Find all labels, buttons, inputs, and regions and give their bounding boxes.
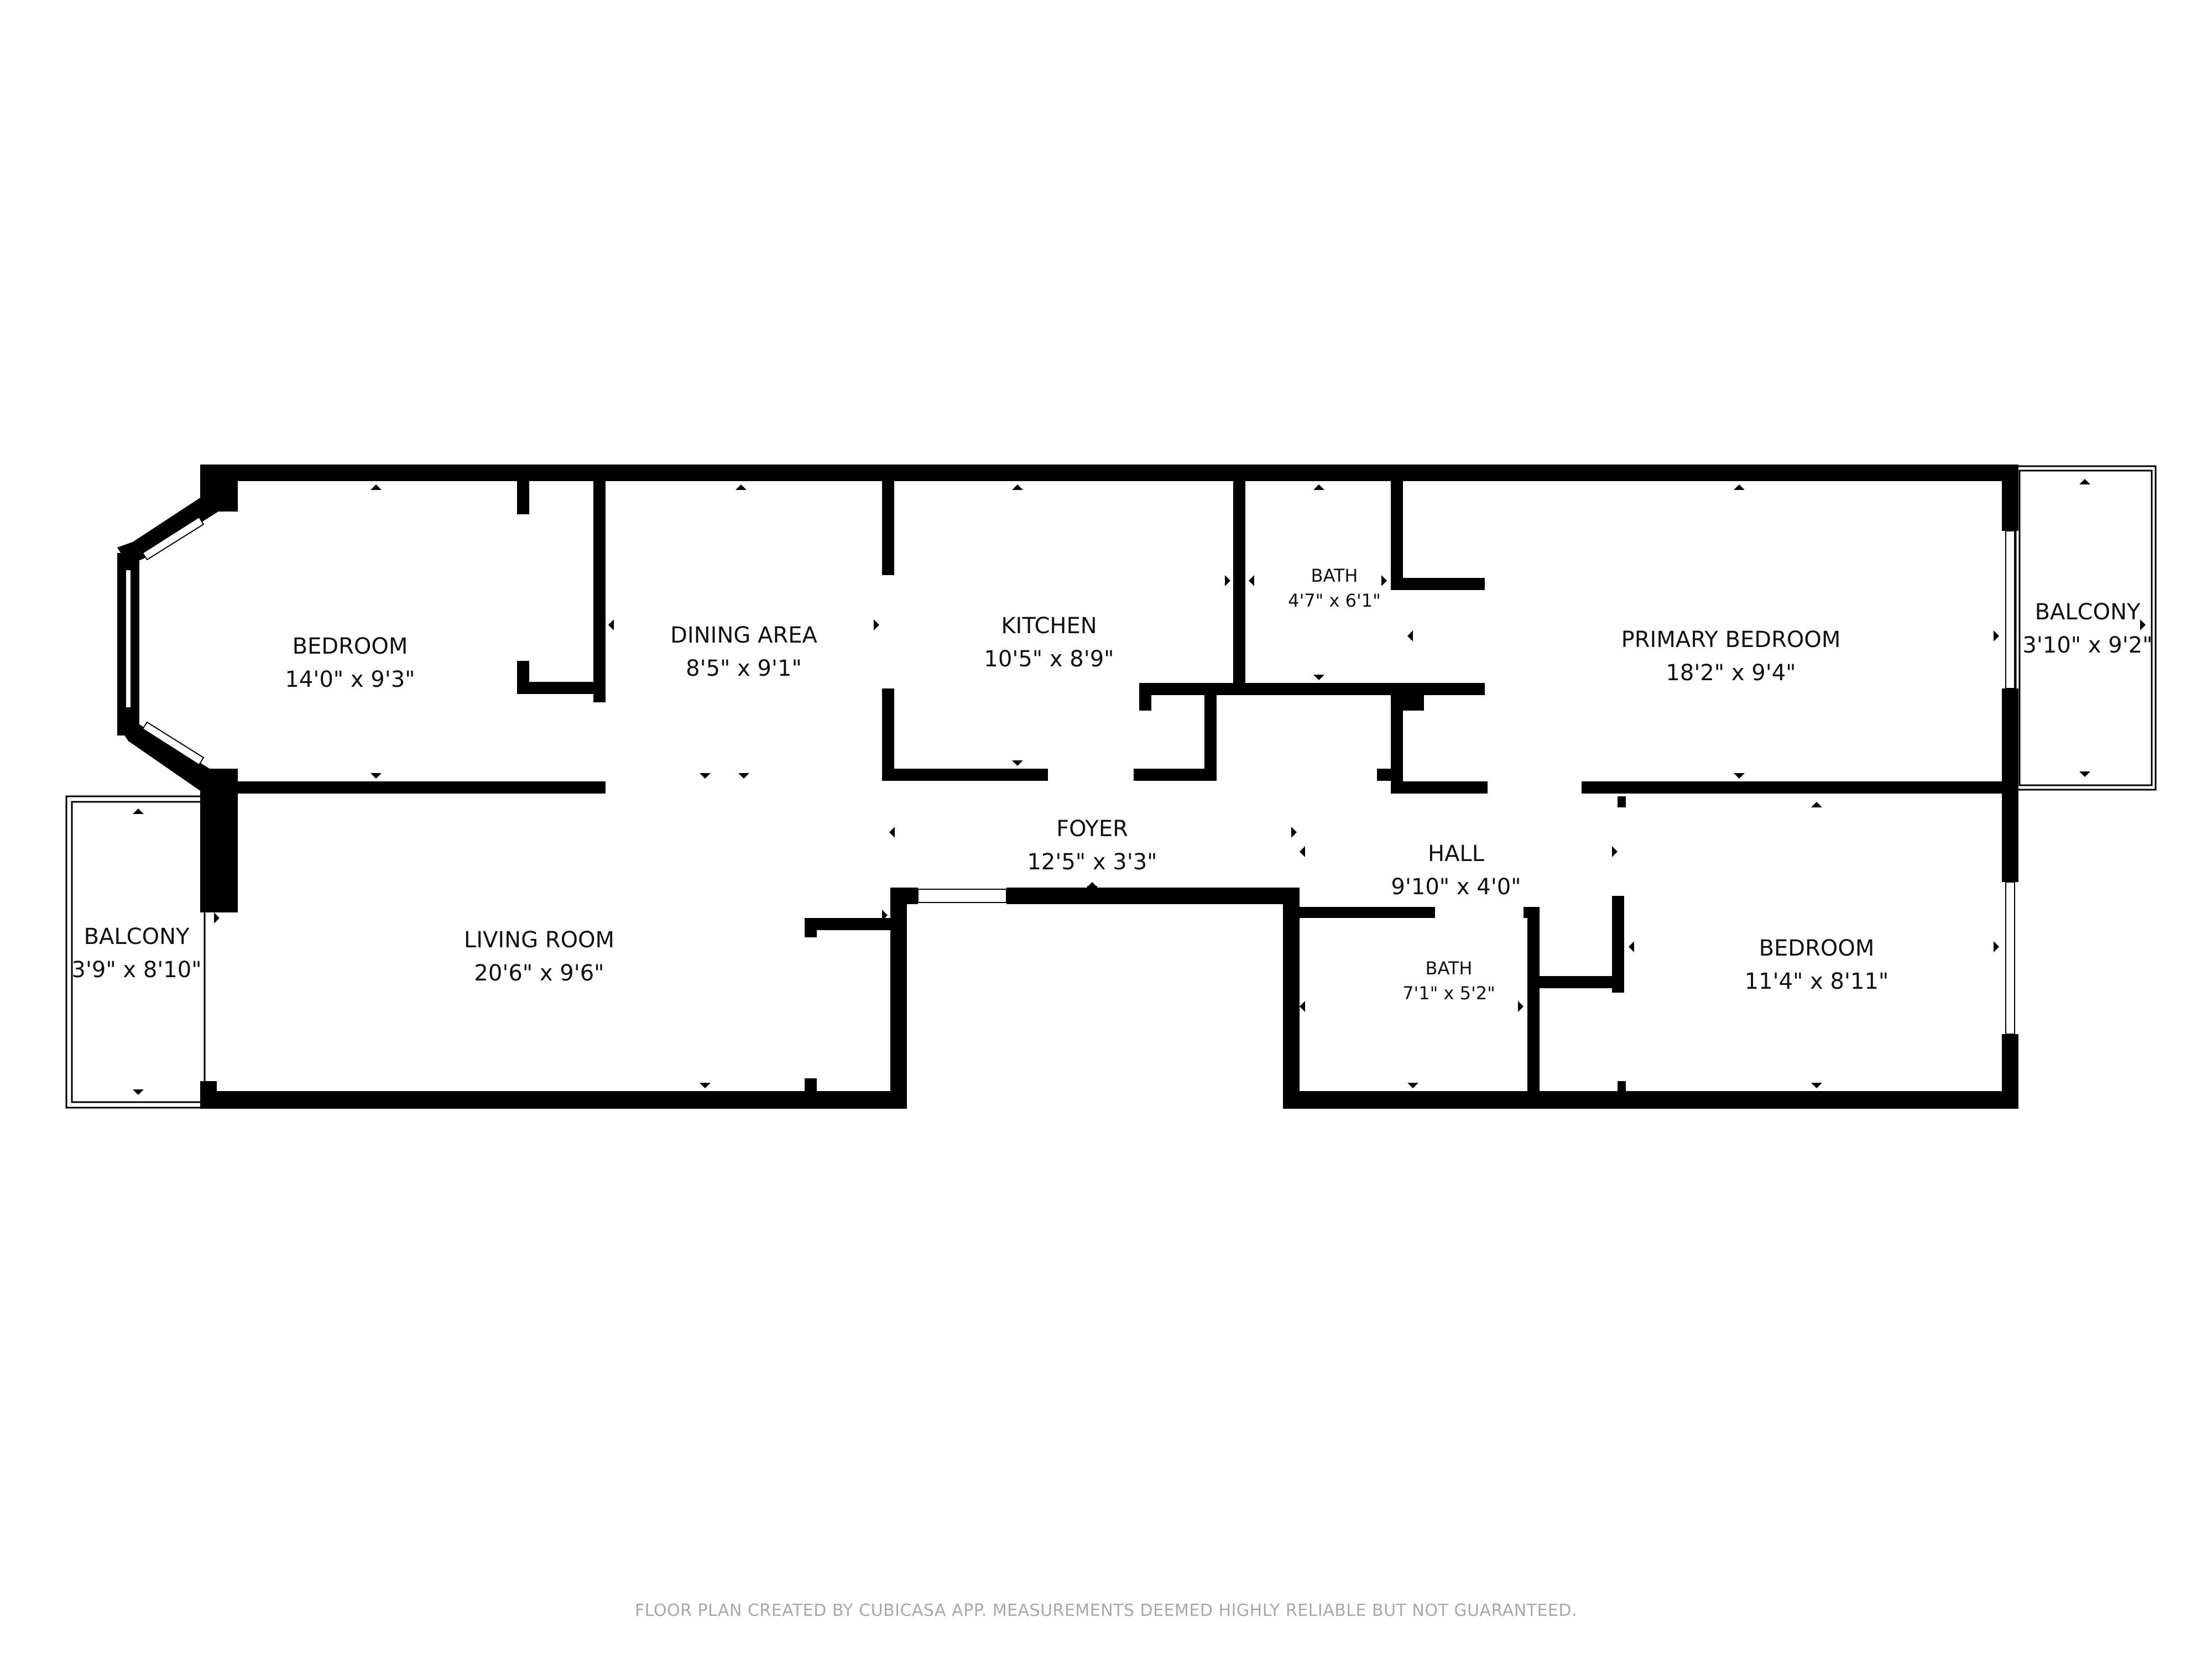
room-name: BATH xyxy=(1311,565,1358,586)
room-label-primary-bedroom: PRIMARY BEDROOM 18'2" x 9'4" xyxy=(1621,627,1841,686)
interior-walls xyxy=(238,481,2018,1100)
room-dimensions: 10'5" x 8'9" xyxy=(984,646,1114,672)
room-name: BALCONY xyxy=(84,924,190,950)
bay-window xyxy=(117,498,218,791)
room-dimensions: 11'4" x 8'11" xyxy=(1745,969,1889,994)
room-label-bath-1: BATH 4'7" x 6'1" xyxy=(1288,565,1381,611)
room-dimensions: 8'5" x 9'1" xyxy=(686,656,802,681)
room-label-bedroom-1: BEDROOM 14'0" x 9'3" xyxy=(285,634,415,692)
room-label-hall: HALL 9'10" x 4'0" xyxy=(1391,841,1521,900)
room-dimensions: 7'1" x 5'2" xyxy=(1402,983,1495,1004)
room-dimensions: 3'9" x 8'10" xyxy=(71,957,201,983)
room-name: BEDROOM xyxy=(293,634,408,659)
room-dimensions: 14'0" x 9'3" xyxy=(285,667,415,692)
balcony-left-outline xyxy=(65,795,206,1109)
room-dimensions: 20'6" x 9'6" xyxy=(474,961,604,986)
room-dimensions: 9'10" x 4'0" xyxy=(1391,874,1521,900)
room-label-kitchen: KITCHEN 10'5" x 8'9" xyxy=(984,613,1114,672)
room-dimensions: 4'7" x 6'1" xyxy=(1288,590,1381,611)
room-name: LIVING ROOM xyxy=(464,927,614,953)
balcony-right-outline xyxy=(2015,465,2157,791)
room-label-living-room: LIVING ROOM 20'6" x 9'6" xyxy=(464,927,614,986)
room-label-bedroom-2: BEDROOM 11'4" x 8'11" xyxy=(1745,936,1889,994)
dimension-markers xyxy=(133,479,2146,1095)
room-name: BEDROOM xyxy=(1759,936,1875,961)
room-name: BALCONY xyxy=(2035,599,2141,625)
room-name: KITCHEN xyxy=(1001,613,1097,639)
room-label-bath-2: BATH 7'1" x 5'2" xyxy=(1402,958,1495,1004)
room-name: PRIMARY BEDROOM xyxy=(1621,627,1841,653)
room-label-balcony-left: BALCONY 3'9" x 8'10" xyxy=(71,924,201,983)
room-dimensions: 12'5" x 3'3" xyxy=(1027,849,1157,875)
footer-disclaimer: FLOOR PLAN CREATED BY CUBICASA APP. MEAS… xyxy=(635,1601,1577,1620)
room-label-dining-area: DINING AREA 8'5" x 9'1" xyxy=(670,623,817,681)
room-name: FOYER xyxy=(1056,816,1128,842)
room-dimensions: 3'10" x 9'2" xyxy=(2022,633,2152,658)
room-name: BATH xyxy=(1426,958,1473,979)
windows xyxy=(917,530,2015,1035)
room-label-foyer: FOYER 12'5" x 3'3" xyxy=(1027,816,1157,875)
room-name: HALL xyxy=(1428,841,1485,867)
exterior-walls xyxy=(200,465,2018,1109)
room-label-balcony-right: BALCONY 3'10" x 9'2" xyxy=(2022,599,2152,658)
room-name: DINING AREA xyxy=(670,623,817,648)
room-dimensions: 18'2" x 9'4" xyxy=(1666,660,1796,686)
